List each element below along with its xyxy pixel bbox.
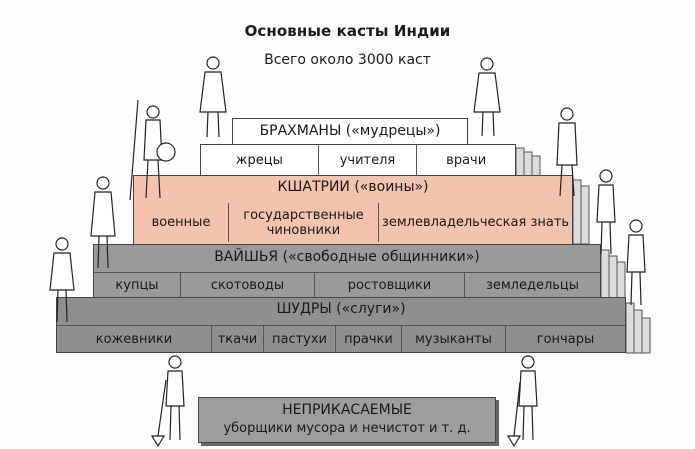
tier-vaishya-groups: купцы скотоводы ростовщики земледельцы <box>94 272 600 297</box>
group-cell: военные <box>151 215 211 230</box>
diagram-subtitle: Всего около 3000 каст <box>264 52 431 68</box>
tier-untouchables-name: НЕПРИКАСАЕМЫЕ <box>282 402 412 418</box>
tier-untouchables: НЕПРИКАСАЕМЫЕ уборщики мусора и нечистот… <box>198 397 496 443</box>
group-cell: пастухи <box>263 326 335 352</box>
servant-figure-icon <box>49 237 75 323</box>
tier-shudra-groups: кожевники ткачи пастухи прачки музыканты… <box>57 325 625 352</box>
group-cell: купцы <box>115 277 159 293</box>
group-cell: кожевники <box>95 331 173 347</box>
group-cell: прачки <box>335 326 401 352</box>
group-cell: ткачи <box>211 326 263 352</box>
brahmin-figure-icon <box>199 56 227 138</box>
sweeper-figure-icon <box>150 355 185 448</box>
tier-vaishya: ВАЙШЬЯ («свободные общинники») купцы ско… <box>93 244 601 298</box>
brahmin-figure-icon <box>473 57 501 137</box>
warrior-figure-icon <box>556 107 578 197</box>
group-cell: врачи <box>416 145 515 175</box>
tier-kshatriya: КШАТРИИ («воины») военные государственны… <box>133 175 573 245</box>
tier-untouchables-groups: уборщики мусора и нечистот и т. д. <box>223 421 471 436</box>
group-cell: ростовщики <box>314 273 464 297</box>
tier-kshatriya-groups: военные государственные чиновники землев… <box>134 203 572 242</box>
tier-vaishya-name: ВАЙШЬЯ («свободные общинники») <box>214 249 480 265</box>
group-cell: земледельцы <box>464 273 600 297</box>
warrior-figure-icon <box>129 99 176 201</box>
group-cell: музыканты <box>401 326 505 352</box>
group-cell: учителя <box>317 145 417 175</box>
sweeper-figure-icon <box>506 355 538 448</box>
merchant-figure-icon <box>90 176 116 269</box>
tier-shudra: ШУДРЫ («слуги») кожевники ткачи пастухи … <box>56 297 626 353</box>
servant-figure-icon <box>626 219 646 306</box>
tier-brahmins-header: БРАХМАНЫ («мудрецы») <box>232 118 468 146</box>
group-cell: скотоводы <box>180 273 314 297</box>
tier-brahmins-groups: жрецы учителя врачи <box>201 145 515 175</box>
tier-kshatriya-name: КШАТРИИ («воины») <box>277 179 429 195</box>
group-cell: государственные чиновники <box>228 203 378 242</box>
group-cell: жрецы <box>235 152 283 168</box>
tier-brahmins-name: БРАХМАНЫ («мудрецы») <box>259 123 441 139</box>
tier-shudra-name: ШУДРЫ («слуги») <box>276 301 406 317</box>
group-cell: гончары <box>505 326 625 352</box>
group-cell: землевладельческая знать <box>378 203 572 242</box>
diagram-title: Основные касты Индии <box>244 22 451 40</box>
merchant-figure-icon <box>596 169 616 255</box>
tier-brahmins: жрецы учителя врачи <box>200 144 516 176</box>
